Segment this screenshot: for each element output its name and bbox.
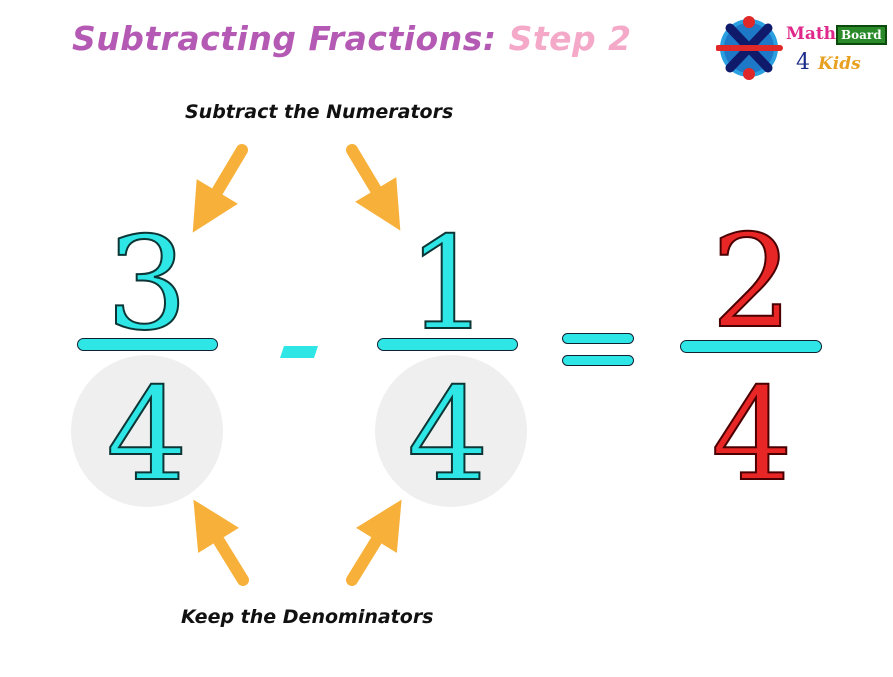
arrow-to-right-numerator-icon — [346, 144, 401, 231]
left-numerator: 3 — [105, 210, 188, 359]
logo-word-board: Board — [836, 25, 887, 45]
right-denominator-highlight — [375, 355, 527, 507]
equals-top-bar — [562, 333, 634, 344]
arrow-to-right-denominator-icon — [346, 499, 402, 586]
logo-word-kids: Kids — [818, 54, 861, 74]
result-numerator: 2 — [710, 208, 793, 357]
left-denominator-highlight — [71, 355, 223, 507]
result-denominator: 4 — [710, 361, 793, 510]
right-fraction-bar — [377, 338, 518, 351]
page-title: Subtracting Fractions: Step 2 — [72, 14, 632, 64]
title-main: Subtracting Fractions: — [72, 19, 497, 58]
title-step: Step 2 — [508, 19, 632, 58]
arrow-to-left-denominator-icon — [193, 499, 249, 586]
logo-word-4: 4 — [796, 50, 810, 75]
equals-operator: = — [562, 333, 634, 367]
left-fraction-bar — [77, 338, 218, 351]
right-denominator: 4 — [406, 361, 489, 510]
equals-bottom-bar — [562, 355, 634, 366]
result-fraction-bar — [680, 340, 822, 353]
left-denominator: 4 — [105, 361, 188, 510]
minus-operator: - — [278, 340, 320, 362]
caption-subtract-numerators: Subtract the Numerators — [185, 101, 454, 123]
arrow-to-left-numerator-icon — [192, 144, 248, 233]
logo-emblem-icon — [716, 16, 783, 80]
caption-keep-denominators: Keep the Denominators — [181, 606, 434, 628]
math-board-4-kids-logo: Math Board 4 Kids — [716, 14, 887, 84]
logo-word-math: Math — [786, 24, 837, 44]
minus-sign-icon — [280, 346, 318, 358]
right-numerator: 1 — [406, 210, 489, 359]
